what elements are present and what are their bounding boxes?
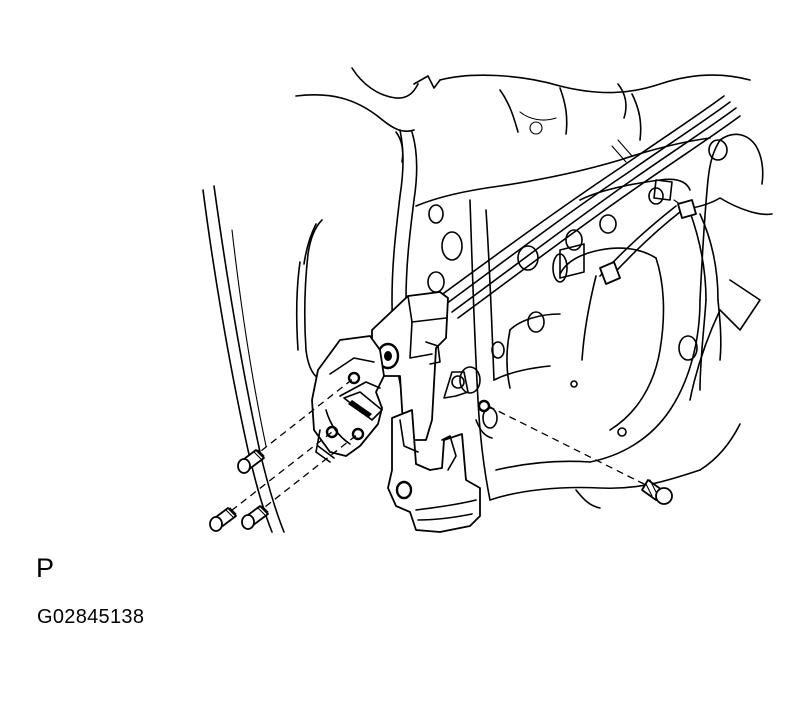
panel-label: P — [36, 553, 55, 583]
bracket-rods — [315, 429, 335, 463]
screw-lower-middle — [241, 505, 269, 530]
lock-cables — [439, 95, 741, 319]
lock-lower-body — [387, 371, 481, 533]
screw-leader-lines — [221, 377, 653, 519]
door-frame-top — [295, 67, 751, 141]
screw-lower-left — [209, 507, 237, 532]
wiring-harness — [581, 197, 773, 391]
lock-bracket — [311, 335, 385, 457]
door-outer-edge — [202, 185, 285, 533]
screw-upper-left — [237, 449, 265, 474]
exterior-linkage-rod — [295, 131, 404, 379]
figure-code: G02845138 — [37, 606, 145, 628]
screw-right — [641, 479, 673, 505]
